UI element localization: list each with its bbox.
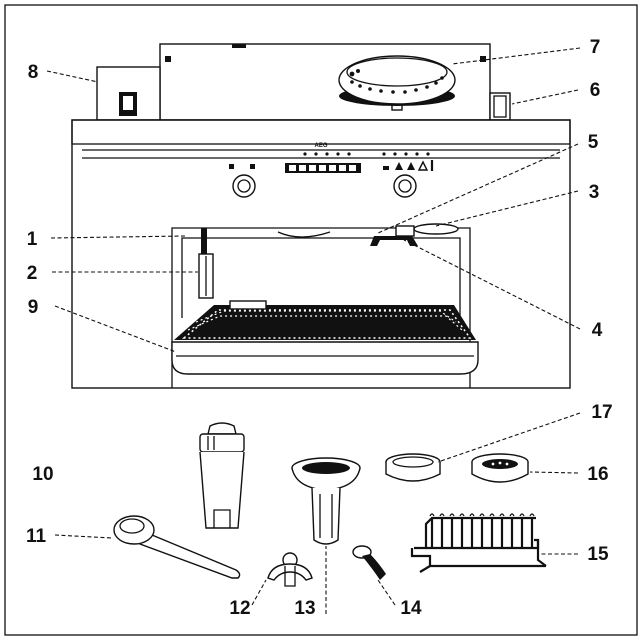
- measuring-spoon: [113, 515, 241, 579]
- brewing-head: [370, 223, 459, 246]
- steam-connector: [489, 92, 511, 121]
- callout-14: 14: [400, 598, 422, 619]
- callout-5: 5: [588, 132, 599, 153]
- callout-7: 7: [590, 37, 601, 58]
- main-switch-housing: [96, 66, 161, 121]
- espresso-machine: AEG: [71, 43, 571, 389]
- brand-logo: AEG: [314, 143, 327, 149]
- callout-6: 6: [590, 80, 601, 101]
- leader-lines: [46, 47, 581, 614]
- callout-3: 3: [589, 182, 600, 203]
- callout-10: 10: [32, 464, 53, 485]
- callout-2: 2: [27, 263, 38, 284]
- callout-9: 9: [28, 297, 39, 318]
- steam-nozzle: [198, 228, 214, 299]
- outer-frame: [4, 4, 638, 636]
- callout-4: 4: [592, 320, 603, 341]
- callout-15: 15: [587, 544, 609, 565]
- callout-13: 13: [294, 598, 315, 619]
- cup-warmer-lid: [338, 55, 456, 111]
- callout-8: 8: [28, 62, 39, 83]
- frothing-attachment: [267, 552, 313, 587]
- callout-11: 11: [26, 526, 47, 547]
- filter-holder: [291, 457, 361, 545]
- spout-adapter: [352, 545, 386, 580]
- strainer-one-cup: [471, 453, 529, 483]
- callout-labels: 1 2 3 4 5 6 7 8 9 10 11 12 13 14 15 16 1…: [26, 37, 613, 619]
- callout-17: 17: [591, 402, 612, 423]
- strainer-two-cup: [385, 453, 441, 482]
- brewing-recess: [171, 227, 471, 388]
- cup-support-grid: [410, 513, 547, 573]
- water-filter-cartridge: [199, 422, 245, 529]
- callout-12: 12: [229, 598, 250, 619]
- callout-16: 16: [587, 464, 608, 485]
- drip-tray: [171, 300, 479, 375]
- callout-1: 1: [27, 229, 38, 250]
- control-panel: [229, 152, 434, 198]
